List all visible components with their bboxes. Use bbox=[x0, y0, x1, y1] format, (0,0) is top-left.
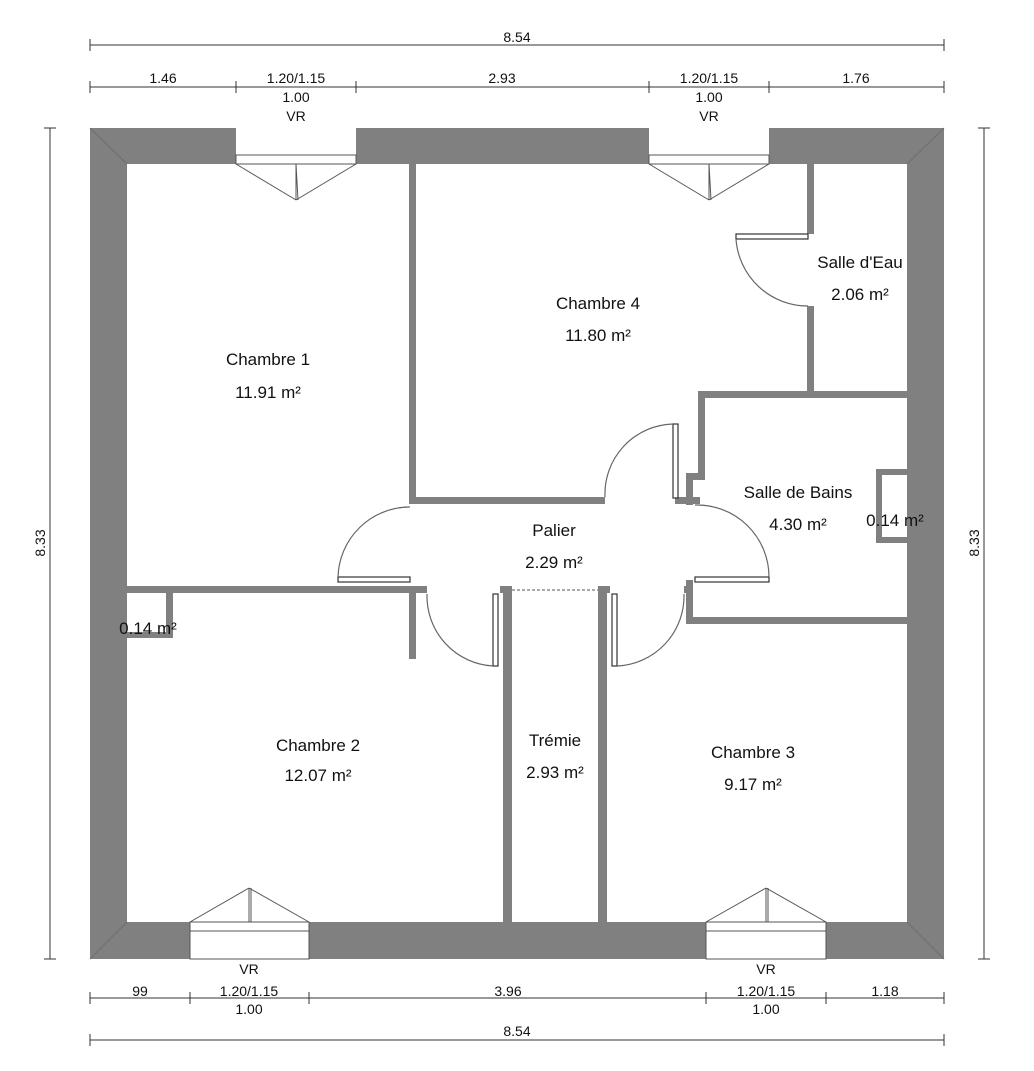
room-palier-name: Palier bbox=[532, 521, 576, 540]
room-chambre4-name: Chambre 4 bbox=[556, 294, 640, 313]
dim-top-5: 1.76 bbox=[842, 70, 869, 86]
room-chambre1-area: 11.91 m² bbox=[235, 383, 301, 402]
dim-top-4: 1.20/1.15 bbox=[680, 70, 739, 86]
door-chambre1 bbox=[337, 506, 411, 583]
dim-bottom-total: 8.54 bbox=[503, 1023, 530, 1039]
room-chambre2-name: Chambre 2 bbox=[276, 736, 360, 755]
door-salle-bains bbox=[694, 504, 770, 583]
dim-left: 8.33 bbox=[32, 529, 48, 556]
room-salle-eau-area: 2.06 m² bbox=[831, 285, 889, 304]
dim-top-sub-1: 1.00 bbox=[282, 89, 309, 105]
room-salle-bains-area: 4.30 m² bbox=[769, 515, 827, 534]
window-top-right bbox=[648, 154, 770, 201]
room-placard-ch2-area: 0.14 m² bbox=[119, 619, 177, 638]
interior-walls bbox=[127, 164, 907, 922]
dim-right: 8.33 bbox=[966, 529, 982, 556]
room-chambre3-area: 9.17 m² bbox=[724, 775, 782, 794]
dim-top-sub-2: 1.00 bbox=[695, 89, 722, 105]
room-chambre4-area: 11.80 m² bbox=[565, 326, 631, 345]
window-bottom-left bbox=[189, 887, 310, 960]
window-bottom-right bbox=[705, 887, 827, 960]
outer-walls bbox=[89, 127, 945, 960]
dim-top-2: 1.20/1.15 bbox=[267, 70, 326, 86]
room-chambre1-name: Chambre 1 bbox=[226, 350, 310, 369]
door-chambre2 bbox=[426, 593, 499, 667]
door-salle-eau bbox=[735, 233, 809, 307]
vr-top-1: VR bbox=[286, 108, 305, 124]
dim-top-3: 2.93 bbox=[488, 70, 515, 86]
dim-bottom-5: 1.18 bbox=[871, 983, 898, 999]
room-chambre2-area: 12.07 m² bbox=[284, 766, 351, 785]
dim-bottom-1: 99 bbox=[132, 983, 148, 999]
bottom-dimensions bbox=[89, 992, 945, 1046]
room-chambre3-name: Chambre 3 bbox=[711, 743, 795, 762]
dim-top-1: 1.46 bbox=[149, 70, 176, 86]
room-salle-eau-name: Salle d'Eau bbox=[817, 253, 902, 272]
dim-top-total: 8.54 bbox=[503, 29, 530, 45]
dim-bottom-2: 1.20/1.15 bbox=[220, 983, 279, 999]
room-palier-area: 2.29 m² bbox=[525, 553, 583, 572]
room-placard-sdb-area: 0.14 m² bbox=[866, 511, 924, 530]
door-chambre4 bbox=[604, 423, 679, 499]
room-tremie-area: 2.93 m² bbox=[526, 763, 584, 782]
dim-bottom-sub-1: 1.00 bbox=[235, 1001, 262, 1017]
door-chambre3 bbox=[611, 593, 685, 667]
room-salle-bains-name: Salle de Bains bbox=[744, 483, 853, 502]
vr-bottom-1: VR bbox=[239, 961, 258, 977]
vr-bottom-2: VR bbox=[756, 961, 775, 977]
room-tremie-name: Trémie bbox=[529, 731, 581, 750]
top-dimensions bbox=[89, 39, 945, 93]
dim-bottom-sub-2: 1.00 bbox=[752, 1001, 779, 1017]
vr-top-2: VR bbox=[699, 108, 718, 124]
dim-bottom-3: 3.96 bbox=[494, 983, 521, 999]
side-dimensions bbox=[44, 127, 990, 960]
window-top-left bbox=[235, 154, 357, 201]
dim-bottom-4: 1.20/1.15 bbox=[737, 983, 796, 999]
